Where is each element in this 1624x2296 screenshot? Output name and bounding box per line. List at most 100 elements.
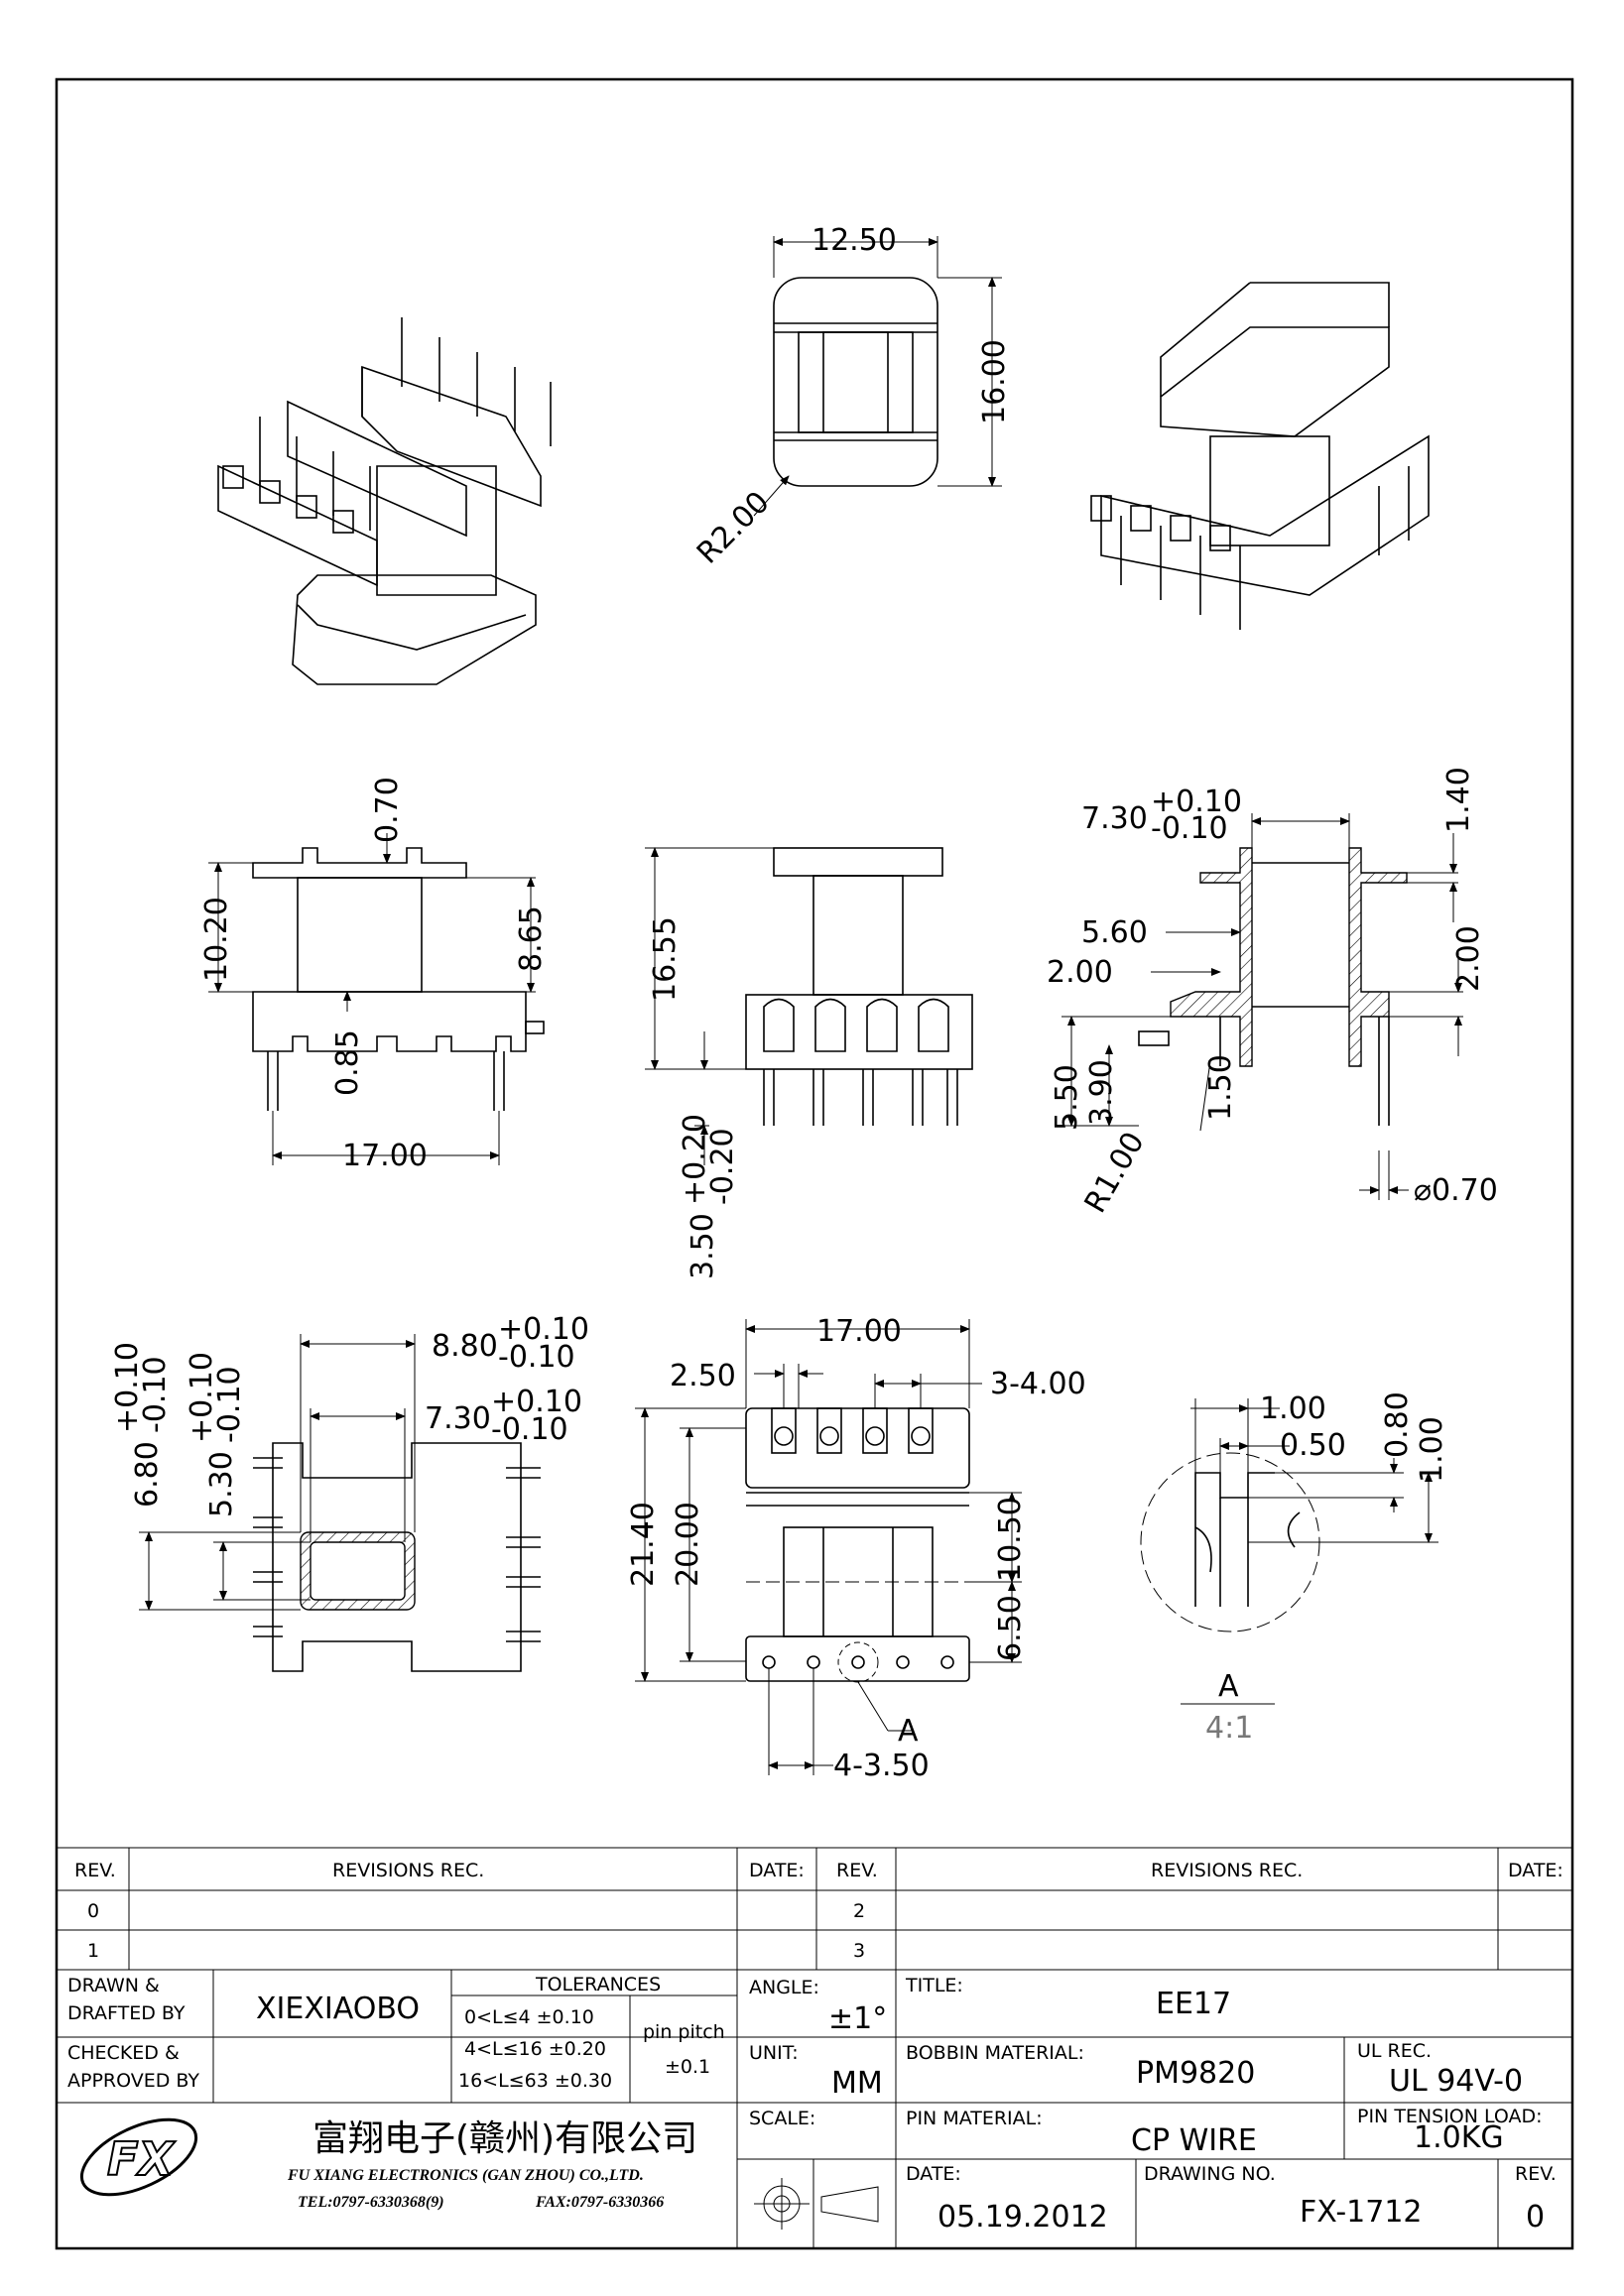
rev-row-0: 0 — [87, 1900, 99, 1922]
unit-value: MM — [831, 2066, 883, 2101]
isometric-view-right — [1090, 282, 1430, 630]
side-view — [645, 847, 973, 1165]
company-tel: TEL:0797-6330368(9) — [298, 2194, 444, 2211]
dim-wall-offset: 5.60 — [1081, 915, 1148, 950]
pin-pitch-label: pin pitch — [643, 2021, 725, 2043]
dim-pin-offset: 1.50 — [1203, 1054, 1238, 1121]
dim-pin-diameter: ⌀0.70 — [1414, 1173, 1498, 1208]
rev-row-3: 3 — [853, 1940, 865, 1962]
dim-slot-width-tol-plus: +0.10 — [1151, 785, 1242, 819]
title-value: EE17 — [1156, 1987, 1231, 2021]
detail-a-h1: 0.80 — [1380, 1391, 1415, 1458]
bottom-center-view — [635, 1319, 1022, 1775]
company-logo-text: FX — [107, 2132, 176, 2186]
dim-flange-thickness: 1.40 — [1441, 767, 1476, 833]
dim-flange-step: 0.70 — [370, 777, 405, 843]
dim-lower-part: 6.50 — [993, 1595, 1028, 1661]
title-label: TITLE: — [905, 1975, 963, 1996]
drawn-value: XIEXIAOBO — [256, 1992, 420, 2026]
date-header-left: DATE: — [749, 1860, 805, 1881]
checked-label-2: APPROVED BY — [67, 2070, 199, 2092]
drawn-label-1: DRAWN & — [67, 1975, 160, 1996]
dim-base-height: 5.50 — [1050, 1064, 1084, 1131]
detail-a-width: 1.00 — [1260, 1391, 1326, 1426]
drawn-label-2: DRAFTED BY — [67, 2002, 186, 2024]
angle-label: ANGLE: — [749, 1977, 819, 1998]
dim-overall-height: 10.20 — [199, 897, 234, 982]
detail-a-h2: 1.00 — [1415, 1416, 1449, 1483]
dim-inner-depth: 5.30 — [204, 1451, 239, 1517]
detail-a-view — [1140, 1398, 1438, 1705]
dim-inner-width-tol-plus: +0.10 — [491, 1385, 582, 1419]
detail-label: A — [1218, 1669, 1239, 1704]
revisions-header-right: REVISIONS REC. — [1151, 1860, 1303, 1881]
dim-pin-length-tol-plus: +0.20 — [678, 1114, 712, 1205]
dim-pin-length-tol-minus: -0.20 — [705, 1128, 740, 1205]
bottom-left-view — [139, 1334, 541, 1672]
dim-top-width: 12.50 — [812, 223, 897, 258]
dim-overall-length: 21.40 — [626, 1502, 661, 1587]
drawing-no-label: DRAWING NO. — [1144, 2163, 1276, 2185]
dim-core-depth-tol-plus: +0.10 — [110, 1342, 145, 1433]
dim-core-width-tol-minus: -0.10 — [498, 1340, 575, 1375]
scale-label: SCALE: — [749, 2108, 815, 2129]
dim-core-depth: 6.80 — [130, 1441, 165, 1508]
dim-inner-length: 20.00 — [671, 1502, 705, 1587]
dim-inner-depth-tol-plus: +0.10 — [185, 1352, 219, 1443]
pin-pitch-value: ±0.1 — [665, 2056, 710, 2078]
top-view — [753, 236, 1002, 517]
dim-pin-pitch-bottom: 4-3.50 — [833, 1749, 930, 1783]
rev-header-left: REV. — [74, 1860, 116, 1881]
rev-row-2: 2 — [853, 1900, 865, 1922]
dim-winding-height: 8.65 — [514, 906, 549, 972]
ul-rec-label: UL REC. — [1357, 2040, 1432, 2062]
dim-inner-width: 7.30 — [425, 1401, 491, 1436]
tolerances-header: TOLERANCES — [535, 1974, 661, 1995]
title-block: FX — [57, 1847, 1572, 2248]
tol-row-3: 16<L≤63 ±0.30 — [458, 2070, 612, 2092]
company-name-en: FU XIANG ELECTRONICS (GAN ZHOU) CO.,LTD. — [287, 2167, 644, 2184]
detail-scale: 4:1 — [1205, 1711, 1253, 1746]
date-value: 05.19.2012 — [937, 2200, 1108, 2235]
dim-pin-pitch-top: 3-4.00 — [990, 1367, 1086, 1401]
date-label: DATE: — [906, 2163, 961, 2185]
detail-marker: A — [898, 1714, 919, 1749]
pin-tension-label: PIN TENSION LOAD: — [1357, 2106, 1543, 2127]
dim-notch-height: 2.00 — [1451, 925, 1486, 992]
checked-label-1: CHECKED & — [67, 2042, 180, 2064]
dim-slot-width: 7.30 — [1081, 801, 1148, 836]
bobbin-material-label: BOBBIN MATERIAL: — [906, 2042, 1084, 2064]
dim-wall-thickness: 2.00 — [1047, 955, 1113, 990]
drawing-no-value: FX-1712 — [1300, 2195, 1423, 2230]
ul-rec-value: UL 94V-0 — [1389, 2064, 1523, 2099]
dim-inner-depth-tol-minus: -0.10 — [212, 1366, 247, 1443]
section-view — [1062, 813, 1463, 1200]
date-header-right: DATE: — [1508, 1860, 1563, 1881]
pin-tension-value: 1.0KG — [1414, 2120, 1504, 2155]
dim-core-width-tol-plus: +0.10 — [498, 1312, 589, 1347]
rev-header-right: REV. — [836, 1860, 878, 1881]
dim-pin-gap: 2.50 — [670, 1359, 736, 1393]
rev-row-1: 1 — [87, 1940, 99, 1962]
company-logo-icon — [79, 2117, 198, 2197]
tol-row-2: 4<L≤16 ±0.20 — [464, 2038, 606, 2060]
dim-corner-radius: R2.00 — [690, 485, 777, 571]
dim-pin-row-span: 17.00 — [342, 1139, 428, 1173]
bobbin-material-value: PM9820 — [1136, 2056, 1255, 2091]
dim-bottom-span: 17.00 — [816, 1314, 902, 1349]
dim-upper-part: 10.50 — [993, 1497, 1028, 1582]
dim-pin-length: 3.50 — [686, 1213, 720, 1279]
unit-label: UNIT: — [749, 2042, 799, 2064]
rev-value: 0 — [1526, 2200, 1545, 2235]
sheet-border — [55, 77, 1574, 2250]
dim-core-width: 8.80 — [432, 1329, 498, 1364]
pin-material-value: CP WIRE — [1131, 2123, 1257, 2158]
rev-label: REV. — [1515, 2163, 1557, 2185]
revisions-header-left: REVISIONS REC. — [332, 1860, 484, 1881]
detail-a-slot: 0.50 — [1280, 1428, 1346, 1463]
dim-top-height: 16.00 — [977, 339, 1012, 424]
dim-inner-width-tol-minus: -0.10 — [491, 1412, 568, 1447]
angle-value: ±1° — [828, 2001, 887, 2036]
dim-slot-width-tol-minus: -0.10 — [1151, 811, 1228, 846]
